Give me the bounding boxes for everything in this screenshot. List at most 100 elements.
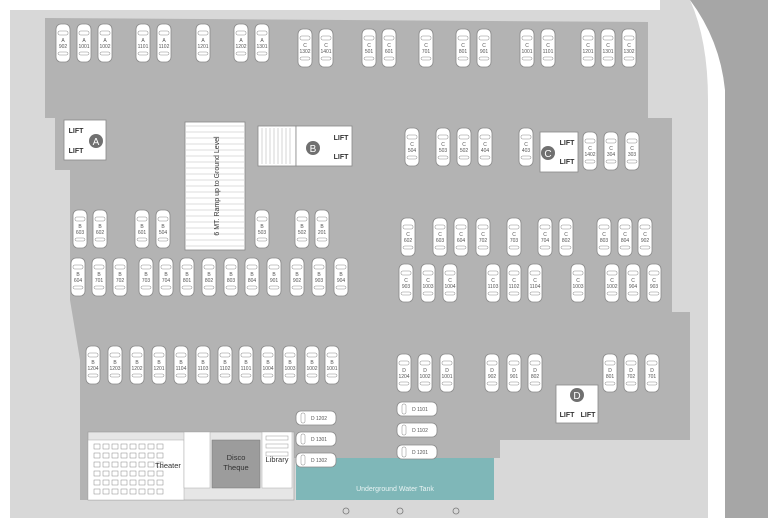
bay-label: 702 [116,278,125,284]
lift-label: LIFT [334,154,349,161]
car-windshield [153,352,165,358]
car-body [506,217,522,257]
bay-label: C [602,232,606,238]
seat [120,470,128,477]
bay-label: D [402,368,406,374]
bay-label: 703 [510,238,519,244]
car-body [361,28,377,68]
car-body [580,28,596,68]
car-rear-window [284,373,296,378]
ramp-label: 6 MT. Ramp up to Ground Level [214,136,221,236]
car-body [396,444,438,460]
bay-label: D [650,368,654,374]
ramp: 6 MT. Ramp up to Ground Level [184,121,246,251]
car-body [537,217,553,257]
bay-label: D 1202 [311,416,327,422]
car-windshield [602,35,614,41]
bay-label: 603 [76,230,85,236]
outer-road [668,0,768,518]
car-windshield [93,264,105,270]
car-body [617,217,633,257]
core-b: LIFT LIFT B [257,125,353,167]
car-rear-window [320,56,332,61]
car-body [55,23,71,63]
car-windshield [420,35,432,41]
car-body [398,263,414,303]
car-windshield [363,35,375,41]
car-rear-window [256,51,268,56]
bay-label: 704 [541,238,550,244]
car-rear-window [422,291,434,296]
shelf [265,451,289,457]
seat [120,461,128,468]
bay-label: 1203 [109,366,120,372]
parking-bay: D 1301 [295,431,337,447]
car-rear-window [306,373,318,378]
bay-label: 1003 [572,284,583,290]
bay-label: A [61,38,65,44]
car-windshield [401,403,407,415]
lift-box [295,125,353,167]
car-windshield [486,360,498,366]
car-windshield [434,224,446,230]
car-rear-window [508,381,520,386]
bay-label: C [387,43,391,49]
car-rear-window [246,285,258,290]
bay-label: 901 [270,278,279,284]
car-body [324,345,340,385]
car-body [604,263,620,303]
bay-label: C [627,43,631,49]
car-body [294,209,310,249]
car-body [644,353,660,393]
bay-label: 503 [439,148,448,154]
drain-marker [396,507,404,515]
car-windshield [437,134,449,140]
car-windshield [268,264,280,270]
car-rear-window [604,381,616,386]
car-body [76,23,92,63]
car-body [381,28,397,68]
bay-label: 403 [522,148,531,154]
car-rear-window [197,373,209,378]
car-rear-window [479,155,491,160]
bay-label: B [164,272,168,278]
car-windshield [542,35,554,41]
bay-label: 1001 [441,374,452,380]
bay-label: C [576,278,580,284]
car-rear-window [572,291,584,296]
bay-label: 804 [248,278,257,284]
car-rear-window [153,373,165,378]
car-body [475,217,491,257]
car-windshield [320,35,332,41]
car-body [506,263,522,303]
bay-label: C [533,278,537,284]
car-body [637,217,653,257]
bay-label: D [490,368,494,374]
bay-label: 701 [95,278,104,284]
car-body [624,131,640,171]
car-rear-window [203,285,215,290]
bay-label: C [410,142,414,148]
lift-label: LIFT [69,128,84,135]
bay-label: 903 [402,284,411,290]
car-body [396,401,438,417]
seat [147,443,155,450]
disco-label-line2: Theque [223,463,248,472]
stair-core [183,431,211,489]
bay-label: 1004 [262,366,273,372]
bay-label: C [461,43,465,49]
car-rear-window [444,291,456,296]
car-body [418,28,434,68]
car-rear-window [268,285,280,290]
car-body [195,23,211,63]
